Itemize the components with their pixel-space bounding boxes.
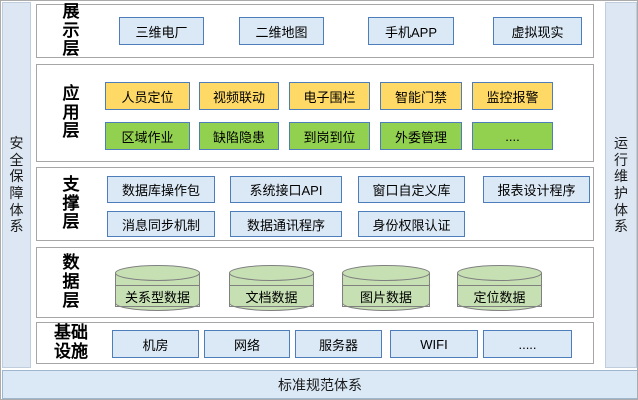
node-server-room: 机房 (112, 330, 199, 358)
node-data-communication-program: 数据通讯程序 (230, 211, 342, 237)
cylinder-document-data: 文档数据 (229, 265, 314, 311)
node-on-duty-in-place: 到岗到位 (289, 122, 370, 150)
node-wifi: WIFI (390, 330, 478, 358)
operation-maintenance-pillar-label: 运行维护体系 (614, 135, 628, 235)
security-assurance-pillar: 安全保障体系 (2, 2, 31, 368)
layer-support-label: 支撑层 (62, 174, 80, 232)
node-3d-plant: 三维电厂 (119, 17, 204, 45)
cylinder-relational-data: 关系型数据 (115, 265, 200, 311)
node-more-infrastructure: ..... (483, 330, 572, 358)
database-cylinder-icon (115, 265, 200, 311)
node-smart-access-control: 智能门禁 (380, 82, 462, 110)
layer-presentation-label: 展示层 (62, 1, 80, 59)
node-monitoring-alarm: 监控报警 (472, 82, 553, 110)
node-window-custom-library: 窗口自定义库 (358, 176, 465, 203)
node-message-sync-mechanism: 消息同步机制 (107, 211, 215, 237)
layer-data: 数据层 关系型数据 文档数据 图片数据 (36, 247, 594, 318)
layer-infrastructure-label: 基础设施 (54, 323, 88, 361)
cylinder-location-data: 定位数据 (457, 265, 542, 311)
node-electronic-fence: 电子围栏 (289, 82, 370, 110)
node-virtual-reality: 虚拟现实 (493, 17, 582, 45)
database-cylinder-icon (457, 265, 542, 311)
layer-support: 支撑层 数据库操作包 系统接口API 窗口自定义库 报表设计程序 消息同步机制 … (36, 167, 594, 241)
layer-data-label: 数据层 (62, 253, 80, 310)
node-outsourcing-management: 外委管理 (380, 122, 462, 150)
node-area-work: 区域作业 (105, 122, 190, 150)
node-network: 网络 (204, 330, 290, 358)
node-2d-map: 二维地图 (239, 17, 324, 45)
operation-maintenance-pillar: 运行维护体系 (605, 2, 637, 368)
layer-application: 应用层 人员定位 视频联动 电子围栏 智能门禁 监控报警 区域作业 缺陷隐患 到… (36, 64, 594, 162)
node-more-applications: .... (472, 122, 553, 150)
node-database-operation-package: 数据库操作包 (107, 176, 215, 203)
layer-infrastructure: 基础设施 机房 网络 服务器 WIFI ..... (36, 322, 594, 364)
node-mobile-app: 手机APP (368, 17, 454, 45)
cylinder-image-data: 图片数据 (342, 265, 430, 311)
standards-specification-bar-label: 标准规范体系 (278, 376, 362, 393)
node-server: 服务器 (295, 330, 382, 358)
node-defect-hazard: 缺陷隐患 (199, 122, 279, 150)
node-report-design-program: 报表设计程序 (483, 176, 590, 203)
node-video-linkage: 视频联动 (199, 82, 279, 110)
node-identity-authentication: 身份权限认证 (358, 211, 465, 237)
standards-specification-bar: 标准规范体系 (2, 370, 637, 399)
layer-application-label: 应用层 (62, 83, 80, 141)
database-cylinder-icon (342, 265, 430, 311)
database-cylinder-icon (229, 265, 314, 311)
security-assurance-pillar-label: 安全保障体系 (9, 135, 24, 235)
node-personnel-positioning: 人员定位 (105, 82, 190, 110)
node-system-api: 系统接口API (230, 176, 342, 203)
layer-presentation: 展示层 三维电厂 二维地图 手机APP 虚拟现实 (36, 1, 594, 59)
